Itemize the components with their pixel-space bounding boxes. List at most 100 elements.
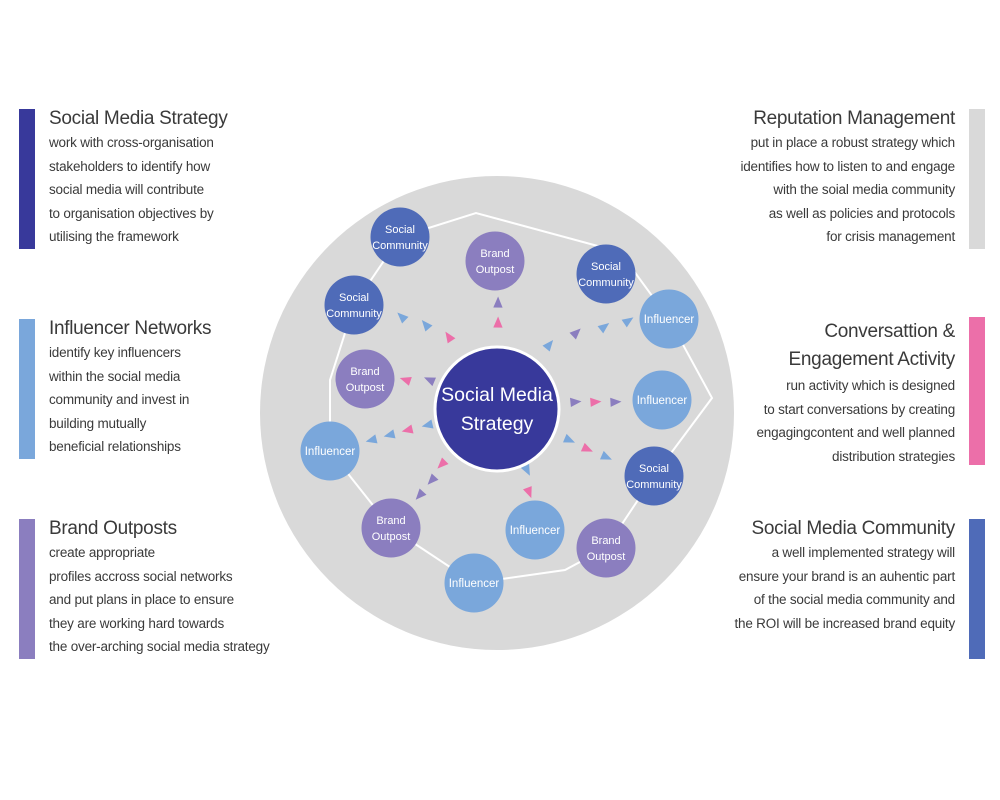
node-circle: [300, 421, 360, 481]
node-circle: [465, 231, 525, 291]
panel-title: Social Media Community: [751, 518, 955, 539]
node-circle: [632, 370, 692, 430]
panel-color-bar: [19, 319, 35, 459]
direction-arrow-icon: [437, 457, 449, 469]
node-influencer: Influencer: [639, 289, 699, 349]
node-influencer: Influencer: [300, 421, 360, 481]
direction-arrow-icon: [580, 442, 593, 452]
center-label-line: Strategy: [461, 413, 534, 435]
panel-color-bar: [969, 519, 985, 659]
direction-arrow-icon: [421, 419, 434, 429]
node-label-line: Brand: [591, 535, 620, 547]
panel-body: a well implemented strategy will ensure …: [734, 541, 955, 635]
node-circle: [624, 446, 684, 506]
node-circle: [335, 349, 395, 409]
panel-social-media-strategy: Social Media Strategy work with cross-or…: [19, 108, 319, 249]
panel-line: identify key influencers: [49, 345, 181, 360]
direction-arrow-icon: [493, 296, 503, 308]
node-circle: [639, 289, 699, 349]
panel-line: distribution strategies: [832, 448, 955, 464]
panel-conversation-engagement: Conversattion & Engagement Activity run …: [665, 317, 985, 465]
panel-title-line: Conversattion &: [824, 321, 955, 342]
panel-color-bar: [19, 109, 35, 249]
panel-line: social media will contribute: [49, 182, 204, 197]
direction-arrow-icon: [610, 397, 622, 407]
panel-body: work with cross-organisation stakeholder…: [49, 131, 228, 249]
panel-line: put in place a robust strategy which: [750, 135, 956, 150]
panel-line: beneficial relationships: [49, 439, 181, 454]
node-label-line: Social: [639, 463, 669, 475]
panel-color-bar: [969, 317, 985, 465]
node-label-line: Brand: [350, 366, 379, 378]
direction-arrow-icon: [570, 397, 582, 407]
panel-line: create appropriate: [49, 545, 155, 560]
node-label-line: Brand: [376, 515, 405, 527]
direction-arrow-icon: [493, 316, 503, 328]
panel-line: and put plans in place to ensure: [49, 592, 234, 607]
node-label-line: Influencer: [637, 395, 688, 407]
panel-body: identify key influencers within the soci…: [49, 341, 211, 459]
panel-body: create appropriate profiles accross soci…: [49, 541, 270, 659]
node-influencer: Influencer: [444, 553, 504, 613]
panel-color-bar: [969, 109, 985, 249]
panel-title: Influencer Networks: [49, 318, 212, 339]
panel-title: Social Media Strategy: [49, 108, 228, 129]
node-influencer: Influencer: [505, 500, 565, 560]
panel-line: stakeholders to identify how: [49, 158, 210, 174]
direction-arrow-icon: [621, 317, 634, 328]
node-circle: [324, 275, 384, 335]
panel-line: the over-arching social media strategy: [49, 639, 270, 654]
panel-line: of the social media community and: [753, 592, 955, 607]
node-label-line: Social: [591, 261, 621, 273]
node-label-line: Influencer: [644, 314, 695, 326]
node-label-line: Influencer: [510, 525, 561, 537]
panel-line: they are working hard towards: [49, 615, 225, 631]
panel-line: profiles accross social networks: [49, 568, 233, 584]
direction-arrow-icon: [424, 377, 436, 387]
node-label-line: Community: [372, 240, 428, 252]
panel-line: identifies how to listen to and engage: [740, 158, 955, 174]
node-label-line: Outpost: [346, 382, 385, 394]
node-influencer: Influencer: [632, 370, 692, 430]
panel-color-bar: [19, 519, 35, 659]
node-label-line: Social: [385, 224, 415, 236]
node-label-line: Outpost: [476, 264, 515, 276]
node-circle: [505, 500, 565, 560]
node-label-line: Community: [578, 277, 634, 289]
panel-social-media-community: Social Media Community a well implemente…: [665, 518, 985, 659]
panel-line: ensure your brand is an auhentic part: [738, 568, 955, 584]
direction-arrow-icon: [383, 429, 396, 439]
node-circle: [576, 518, 636, 578]
panel-reputation-management: Reputation Management put in place a rob…: [665, 108, 985, 249]
node-label-line: Influencer: [305, 446, 356, 458]
direction-arrow-icon: [427, 473, 439, 485]
node-circle: [444, 553, 504, 613]
direction-arrow-icon: [597, 323, 610, 334]
panel-line: utilising the framework: [49, 229, 179, 244]
panel-body: put in place a robust strategy which ide…: [740, 131, 955, 249]
node-label-line: Outpost: [372, 531, 411, 543]
direction-arrow-icon: [365, 434, 378, 444]
node-label-line: Community: [626, 479, 682, 491]
panel-line: to start conversations by creating: [763, 401, 955, 417]
direction-arrow-icon: [445, 331, 456, 344]
direction-arrow-icon: [399, 377, 412, 386]
panel-body: run activity which is designed to start …: [756, 374, 955, 468]
panel-line: for crisis management: [826, 229, 955, 244]
center-node: Social Media Strategy: [433, 345, 561, 473]
center-circle: [433, 345, 561, 473]
direction-arrow-icon: [569, 328, 581, 340]
panel-line: a well implemented strategy will: [771, 545, 956, 560]
node-label-line: Community: [326, 308, 382, 320]
direction-arrow-icon: [421, 320, 433, 332]
node-circle: [576, 244, 636, 304]
node-label-line: Brand: [480, 248, 509, 260]
node-label-line: Social: [339, 292, 369, 304]
